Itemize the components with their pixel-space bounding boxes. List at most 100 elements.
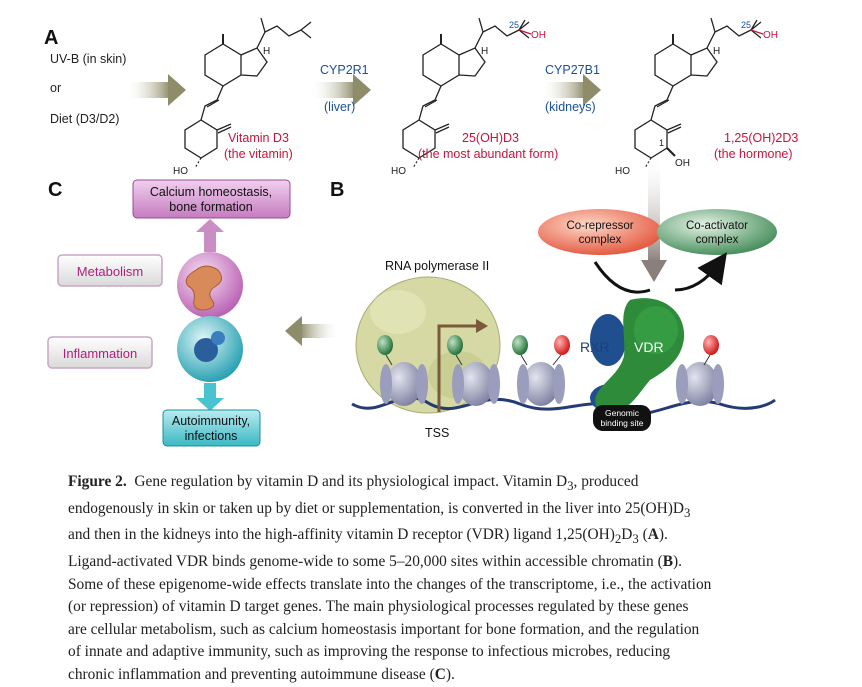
calcium-text-1: Calcium homeostasis, xyxy=(150,185,272,199)
histone-mark-green xyxy=(377,335,393,366)
histone-mark-red xyxy=(703,335,719,366)
caption-line-7: are cellular metabolism, such as calcium… xyxy=(68,620,700,638)
tss-arrow xyxy=(437,319,488,412)
oh-label-1: OH xyxy=(675,158,690,169)
molecule-calcitriol: 1,25(OH)2D3 xyxy=(724,131,798,145)
molecule-vitamin-d3-desc: (the vitamin) xyxy=(224,147,293,161)
caption-line-5: Some of these epigenome-wide effects tra… xyxy=(68,575,712,593)
rna-polymerase-label: RNA polymerase II xyxy=(385,259,489,273)
arrow-down-autoimmunity xyxy=(196,383,224,411)
calcium-box: Calcium homeostasis, bone formation xyxy=(132,179,291,219)
arrow-b-to-c xyxy=(285,316,340,346)
metabolism-label: Metabolism xyxy=(77,264,143,279)
genomic-binding-site: Genomic binding site xyxy=(593,405,651,431)
arrow-cyp27b1 xyxy=(540,74,601,106)
ho-label: HO xyxy=(391,166,406,177)
autoimmunity-text-1: Autoimmunity, xyxy=(172,414,250,428)
caption-text: chronic inflammation and preventing auto… xyxy=(68,665,435,683)
caption-line-3: and then in the kidneys into the high-af… xyxy=(68,524,800,551)
caption-text: endogenously in skin or taken up by diet… xyxy=(68,499,684,517)
ho-label: HO xyxy=(173,166,188,177)
ho-label: HO xyxy=(615,166,630,177)
h-label: H xyxy=(713,46,720,57)
inflammation-label: Inflammation xyxy=(63,346,137,361)
ref-b: B xyxy=(662,553,673,571)
caption-text: and then in the kidneys into the high-af… xyxy=(68,526,615,544)
histone-mark-green xyxy=(512,335,528,366)
coactivator-complex: Co-activator complex xyxy=(657,209,777,255)
tss-label: TSS xyxy=(425,426,449,440)
metabolism-ball xyxy=(177,252,243,318)
ref-a: A xyxy=(647,526,659,544)
figure-label: Figure 2. xyxy=(68,473,127,490)
autoimmunity-box: Autoimmunity, infections xyxy=(162,409,261,447)
enzyme-cyp27b1: CYP27B1 xyxy=(545,63,600,77)
subscript: 3 xyxy=(683,505,691,520)
rxr-label: RXR xyxy=(580,339,610,355)
arrow-to-vitamin-d3 xyxy=(125,74,186,106)
histone-mark-green xyxy=(447,335,463,366)
nucleosome xyxy=(452,362,500,406)
c1-label: 1 xyxy=(659,138,664,148)
h-label: H xyxy=(263,46,270,57)
inflammation-ball xyxy=(177,316,243,382)
enzyme-cyp2r1: CYP2R1 xyxy=(320,63,369,77)
caption-line-8: of innate and adaptive immunity, such as… xyxy=(68,643,671,661)
coactivator-text-2: complex xyxy=(696,234,739,246)
corepressor-complex: Co-repressor complex xyxy=(538,209,662,255)
corepressor-text-1: Co-repressor xyxy=(566,220,633,232)
coactivator-text-1: Co-activator xyxy=(686,220,748,232)
caption-text: , produced xyxy=(573,473,639,490)
caption-text: ). xyxy=(672,553,682,571)
caption-text: ). xyxy=(658,526,668,544)
panel-a-letter: A xyxy=(44,27,58,49)
vdr-rxr-complex xyxy=(590,298,685,414)
source-or: or xyxy=(50,81,61,95)
molecule-25ohd3-desc: (the most abundant form) xyxy=(418,147,558,161)
nucleosome xyxy=(676,362,724,406)
molecule-25ohd3: 25(OH)D3 xyxy=(462,131,519,145)
molecule-calcitriol-desc: (the hormone) xyxy=(714,147,793,161)
25ohd3-structure: 25 OH H HO xyxy=(391,17,546,177)
c25-label: 25 xyxy=(741,20,751,30)
caption-line-4: Ligand-activated VDR binds genome-wide t… xyxy=(68,551,800,574)
source-uvb: UV-B (in skin) xyxy=(50,52,126,66)
oh-label: OH xyxy=(763,30,778,41)
caption-text: Ligand-activated VDR binds genome-wide t… xyxy=(68,553,663,571)
caption-text: ( xyxy=(638,526,648,544)
autoimmunity-text-2: infections xyxy=(185,429,238,443)
calcitriol-structure: 25 1 OH OH H HO xyxy=(615,17,778,177)
subscript: 3 xyxy=(632,532,639,547)
ref-c: C xyxy=(434,665,446,683)
caption-line-9: chronic inflammation and preventing auto… xyxy=(68,664,800,687)
enzyme-cyp27b1-organ: (kidneys) xyxy=(545,100,596,114)
recruit-arrow xyxy=(674,252,727,292)
arrow-cyp2r1 xyxy=(310,74,371,106)
corepressor-text-2: complex xyxy=(579,234,622,246)
caption-line-2: endogenously in skin or taken up by diet… xyxy=(68,498,800,525)
nucleosome xyxy=(380,362,428,406)
caption-text: ). xyxy=(445,665,455,683)
caption-line-1: Figure 2. Gene regulation by vitamin D a… xyxy=(68,471,800,498)
binding-site-text-2: binding site xyxy=(600,418,643,428)
panel-c-letter: C xyxy=(48,179,62,201)
binding-site-text-1: Genomic xyxy=(605,408,640,418)
vdr-label: VDR xyxy=(634,339,664,355)
inflammation-box: Inflammation xyxy=(47,336,153,369)
molecule-vitamin-d3: Vitamin D3 xyxy=(228,131,289,145)
h-label: H xyxy=(481,46,488,57)
arrow-up-calcium xyxy=(196,219,224,252)
calcium-text-2: bone formation xyxy=(169,200,252,214)
subscript: 2 xyxy=(614,532,622,547)
figure-caption: Figure 2. Gene regulation by vitamin D a… xyxy=(68,471,800,687)
caption-text: D xyxy=(621,526,633,544)
release-arrow xyxy=(593,261,651,294)
caption-text: Gene regulation by vitamin D and its phy… xyxy=(134,473,568,490)
subscript: 3 xyxy=(567,479,574,494)
c25-label: 25 xyxy=(509,20,519,30)
oh-label: OH xyxy=(531,30,546,41)
metabolism-box: Metabolism xyxy=(57,254,163,287)
caption-line-6: (or repression) of vitamin D target gene… xyxy=(68,598,689,616)
source-diet: Diet (D3/D2) xyxy=(50,112,119,126)
figure-2: A UV-B (in skin) or Diet (D3/D2) CYP2R1 … xyxy=(44,17,798,447)
